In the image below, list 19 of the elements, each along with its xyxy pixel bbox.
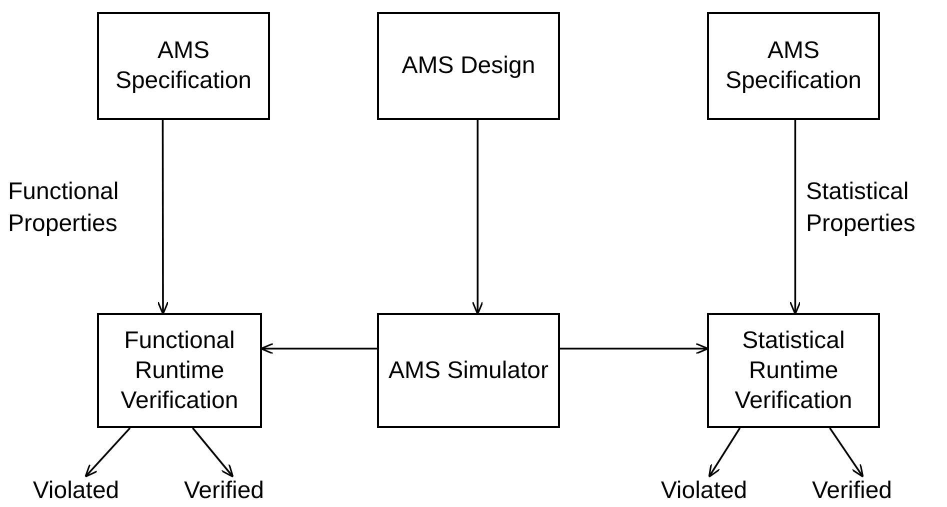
process-box: AMS Design — [377, 12, 560, 120]
outcome-text: Verified — [172, 476, 276, 506]
outcome-text: Violated — [20, 476, 132, 506]
process-box: Statistical Runtime Verification — [707, 313, 880, 428]
arrow — [192, 427, 234, 478]
arrow — [708, 428, 741, 478]
outcome-text: Verified — [800, 476, 904, 506]
arrow — [789, 120, 802, 315]
arrow — [84, 427, 131, 478]
process-box: AMS Simulator — [377, 313, 560, 428]
process-box: AMS Specification — [707, 12, 880, 120]
arrow — [157, 120, 169, 315]
arrow — [829, 428, 864, 478]
arrow — [472, 120, 484, 315]
process-box: AMS Specification — [97, 12, 270, 120]
arrow — [560, 342, 709, 354]
outcome-text: Violated — [648, 476, 760, 506]
process-box: Functional Runtime Verification — [97, 313, 262, 428]
arrow — [260, 342, 377, 354]
